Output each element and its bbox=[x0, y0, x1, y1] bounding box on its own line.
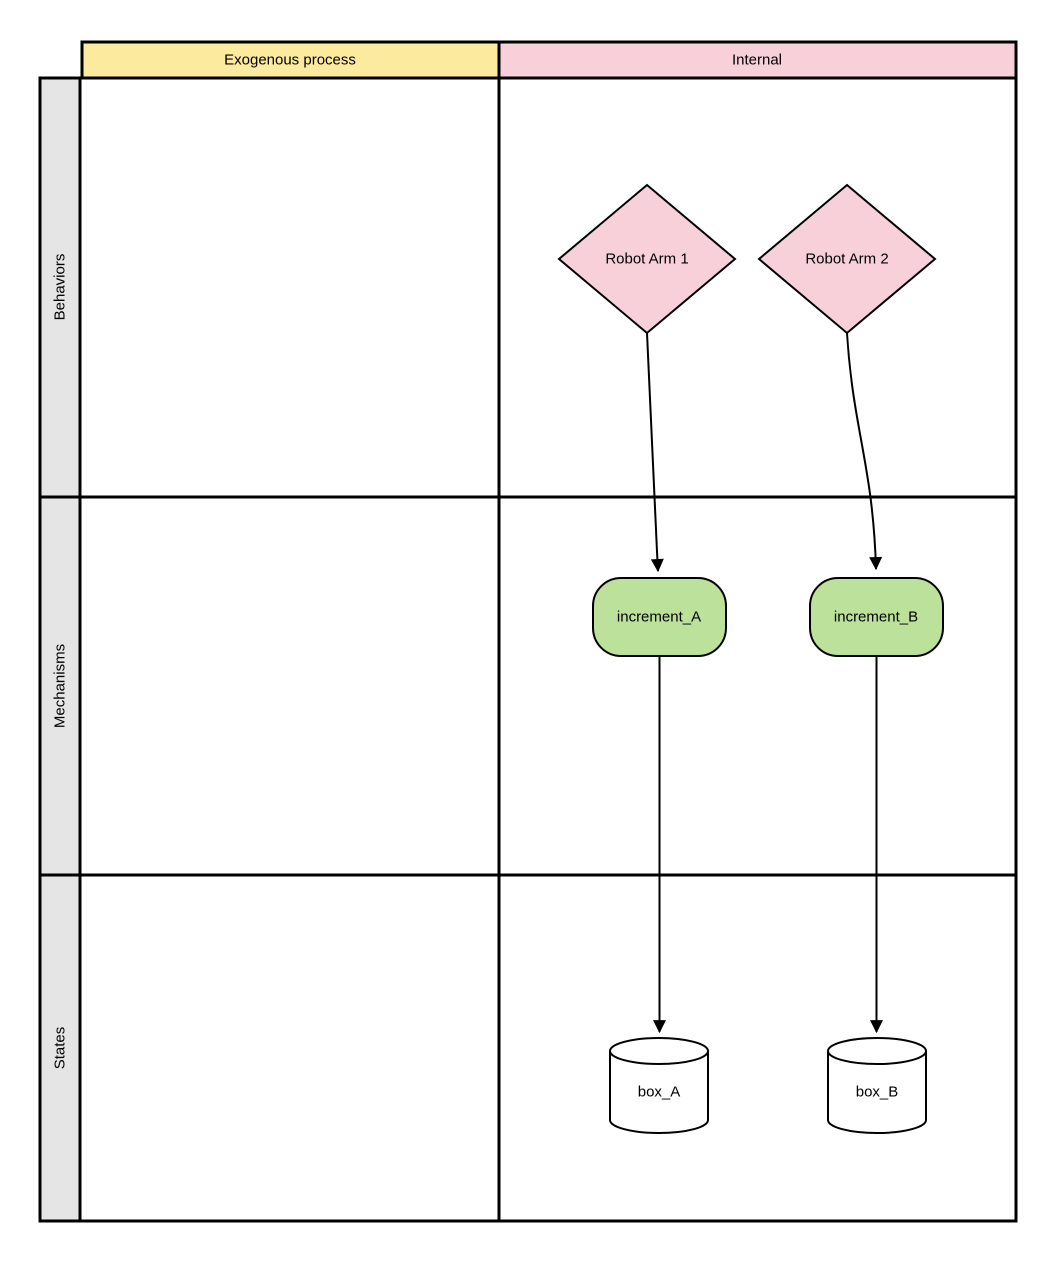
robot-arm-2-diamond bbox=[757, 183, 937, 335]
cell-mechanisms-exogenous bbox=[78, 495, 501, 877]
row-header-mechanisms-cell bbox=[38, 495, 82, 877]
increment-b-rounded-rect bbox=[809, 577, 944, 657]
cell-behaviors-exogenous bbox=[78, 76, 501, 499]
edges bbox=[646, 332, 883, 1034]
box-a-cylinder-rim bbox=[609, 1050, 709, 1065]
edge-robot-arm-2-to-increment-b bbox=[846, 332, 883, 571]
column-headers bbox=[80, 40, 1018, 80]
row-header-states-label: States bbox=[51, 1026, 69, 1070]
increment-a-rounded-rect bbox=[592, 577, 727, 657]
column-header-internal-label: Internal bbox=[731, 51, 783, 69]
cell-mechanisms-internal bbox=[497, 495, 1018, 877]
robot-arm-1-diamond bbox=[557, 183, 737, 335]
robot-arm-1-label: Robot Arm 1 bbox=[605, 250, 689, 268]
column-header-exogenous-cell bbox=[80, 40, 501, 80]
cell-states-exogenous bbox=[78, 873, 501, 1223]
column-header-exogenous-label: Exogenous process bbox=[224, 51, 356, 69]
increment-b-label: increment_B bbox=[833, 608, 919, 626]
row-header-states-cell bbox=[38, 873, 82, 1223]
cell-states-internal bbox=[497, 873, 1018, 1223]
box-a-label: box_A bbox=[637, 1083, 681, 1101]
box-b-cylinder bbox=[827, 1037, 927, 1134]
box-b-cylinder-rim bbox=[827, 1050, 927, 1065]
box-a-cylinder bbox=[609, 1037, 709, 1134]
box-b-label: box_B bbox=[855, 1083, 899, 1101]
edge-robot-arm-1-to-increment-a bbox=[646, 332, 664, 573]
increment-a-label: increment_A bbox=[616, 608, 702, 626]
row-headers bbox=[38, 76, 82, 1223]
column-header-internal-cell bbox=[497, 40, 1018, 80]
robot-arm-2-label: Robot Arm 2 bbox=[805, 250, 889, 268]
nodes bbox=[557, 183, 944, 1134]
grid-cells bbox=[78, 76, 1018, 1223]
row-header-behaviors-label: Behaviors bbox=[51, 253, 69, 321]
row-header-mechanisms-label: Mechanisms bbox=[51, 643, 69, 729]
cell-behaviors-internal bbox=[497, 76, 1018, 499]
